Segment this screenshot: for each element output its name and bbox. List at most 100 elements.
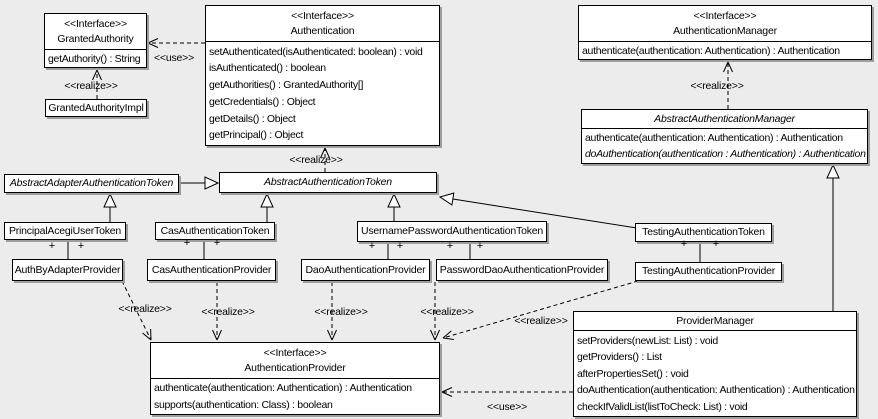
class-name: CasAuthenticationToken xyxy=(160,224,270,237)
class-name: Authentication xyxy=(290,25,355,37)
class-name: AuthenticationProvider xyxy=(244,362,346,374)
open-arrowhead xyxy=(430,329,436,341)
class-abstract-authentication-token[interactable]: AbstractAuthenticationToken xyxy=(219,172,437,193)
method-compartment: setProviders(newList: List) : void getPro… xyxy=(574,330,856,416)
class-name: DaoAuthenticationProvider xyxy=(305,263,426,276)
multiplicity-label: + xyxy=(396,240,404,252)
method: getDetails() : Object xyxy=(209,112,296,125)
class-auth-by-adapter-provider[interactable]: AuthByAdapterProvider xyxy=(12,259,123,281)
edge-stereotype-label: <<realize>> xyxy=(420,306,474,318)
edge-stereotype-label: <<realize>> xyxy=(690,80,744,92)
class-cas-authentication-token[interactable]: CasAuthenticationToken xyxy=(155,222,275,240)
class-abstract-authentication-manager[interactable]: AbstractAuthenticationManager authenticat… xyxy=(581,109,868,164)
open-arrowhead xyxy=(327,329,333,341)
class-stereotype: <<Interface>> xyxy=(263,347,327,359)
class-name: AbstractAdapterAuthenticationToken xyxy=(9,177,174,189)
method-compartment: setAuthenticated(isAuthenticated: boolea… xyxy=(206,41,439,145)
method: getAuthority() : String xyxy=(48,52,141,65)
class-testing-authentication-token[interactable]: TestingAuthenticationToken xyxy=(635,223,772,242)
class-provider-manager[interactable]: ProviderManager setProviders(newList: Lis… xyxy=(573,311,857,417)
class-name: GrantedAuthority xyxy=(57,33,134,45)
multiplicity-label: + xyxy=(368,240,376,252)
method-compartment: getAuthority() : String xyxy=(45,49,146,67)
class-name: TestingAuthenticationToken xyxy=(642,226,765,238)
class-name: UsernamePasswordAuthenticationToken xyxy=(360,225,544,237)
hollow-triangle-arrowhead xyxy=(387,192,401,208)
class-name: AbstractAuthenticationManager xyxy=(654,113,795,125)
open-arrowhead xyxy=(442,337,454,341)
method: isAuthenticated() : boolean xyxy=(209,62,326,75)
class-stereotype: <<Interface>> xyxy=(291,10,354,22)
open-arrowhead xyxy=(142,332,152,341)
hollow-triangle-arrowhead xyxy=(438,192,455,206)
multiplicity-label: + xyxy=(446,240,454,252)
class-granted-authority[interactable]: <<Interface>> GrantedAuthority getAuthorit… xyxy=(44,13,147,68)
open-arrowhead xyxy=(331,329,337,341)
class-name: AuthenticationManager xyxy=(673,25,777,37)
method: afterPropertiesSet() : void xyxy=(577,367,689,380)
multiplicity-label: + xyxy=(680,238,688,250)
class-name: AuthByAdapterProvider xyxy=(14,263,121,276)
hollow-triangle-arrowhead xyxy=(826,163,840,179)
edge-stereotype-label: <<realize>> xyxy=(64,80,118,92)
class-stereotype: <<Interface>> xyxy=(693,10,757,22)
hollow-triangle-arrowhead xyxy=(260,192,274,208)
edge-stereotype-label: <<realize>> xyxy=(118,303,172,315)
edge-stereotype-label: <<realize>> xyxy=(201,306,255,318)
class-stereotype: <<Interface>> xyxy=(64,18,127,30)
method: setAuthenticated(isAuthenticated: boolea… xyxy=(209,45,423,58)
method: getCredentials() : Object xyxy=(209,95,316,108)
open-arrowhead xyxy=(434,329,440,341)
class-abstract-adapter-authentication-token[interactable]: AbstractAdapterAuthenticationToken xyxy=(4,174,179,193)
class-dao-authentication-provider[interactable]: DaoAuthenticationProvider xyxy=(301,259,430,281)
method: authenticate(authentication: Authenticat… xyxy=(585,132,843,144)
hollow-triangle-arrowhead xyxy=(204,176,220,190)
open-arrowhead xyxy=(441,387,453,393)
method-compartment: authenticate(authentication: Authenticat… xyxy=(582,128,867,163)
class-name: ProviderManager xyxy=(676,315,754,327)
multiplicity-label: + xyxy=(48,240,56,252)
method: checkIfValidList(listToCheck: List) : vo… xyxy=(577,400,748,413)
class-name: PasswordDaoAuthenticationProvider xyxy=(439,263,605,276)
method: doAuthentication(authentication : Authen… xyxy=(585,148,866,160)
class-name: TestingAuthenticationProvider xyxy=(641,265,776,277)
multiplicity-label: + xyxy=(77,240,85,252)
hollow-triangle-arrowhead xyxy=(103,192,117,208)
edge-stereotype-label: <<realize>> xyxy=(289,154,343,166)
class-principal-acegi-user-token[interactable]: PrincipalAcegiUserToken xyxy=(4,222,126,240)
open-arrowhead xyxy=(216,329,222,341)
multiplicity-label: + xyxy=(183,237,191,249)
class-name: PrincipalAcegiUserToken xyxy=(8,224,122,237)
class-username-password-authentication-token[interactable]: UsernamePasswordAuthenticationToken xyxy=(357,221,547,242)
class-authentication[interactable]: <<Interface>> Authentication setAuthentica… xyxy=(205,5,440,146)
class-name: CasAuthenticationProvider xyxy=(151,263,272,276)
open-arrowhead xyxy=(96,69,102,81)
open-arrowhead xyxy=(723,61,729,73)
method: getProviders() : List xyxy=(577,351,662,363)
edge-stereotype-label: <<use>> xyxy=(153,52,195,64)
class-testing-authentication-provider[interactable]: TestingAuthenticationProvider xyxy=(635,262,782,281)
open-arrowhead xyxy=(147,38,159,44)
class-password-dao-authentication-provider[interactable]: PasswordDaoAuthenticationProvider xyxy=(436,259,608,281)
multiplicity-label: + xyxy=(712,238,720,250)
open-arrowhead xyxy=(92,69,98,81)
method: authenticate(authentication: Authenticat… xyxy=(154,382,412,395)
edge-stereotype-label: <<realize>> xyxy=(514,315,568,327)
open-arrowhead xyxy=(442,330,452,339)
edge-stereotype-label: <<use>> xyxy=(486,401,528,413)
class-name: AbstractAuthenticationToken xyxy=(264,176,392,188)
class-authentication-provider[interactable]: <<Interface>> AuthenticationProvider authe… xyxy=(150,342,440,415)
multiplicity-label: + xyxy=(476,240,484,252)
method-compartment: authenticate(authentication: Authenticat… xyxy=(151,378,439,414)
method: getAuthorities() : GrantedAuthority[] xyxy=(209,79,364,92)
class-granted-authority-impl[interactable]: GrantedAuthorityImpl xyxy=(45,99,147,117)
method: supports(authentication: Class) : boolea… xyxy=(154,398,333,411)
open-arrowhead xyxy=(441,391,453,397)
class-cas-authentication-provider[interactable]: CasAuthenticationProvider xyxy=(147,259,276,281)
open-arrowhead xyxy=(727,61,733,73)
method: setProviders(newList: List) : void xyxy=(577,334,718,347)
method: getPrincipal() : Object xyxy=(209,129,304,142)
edge-stereotype-label: <<realize>> xyxy=(314,306,368,318)
